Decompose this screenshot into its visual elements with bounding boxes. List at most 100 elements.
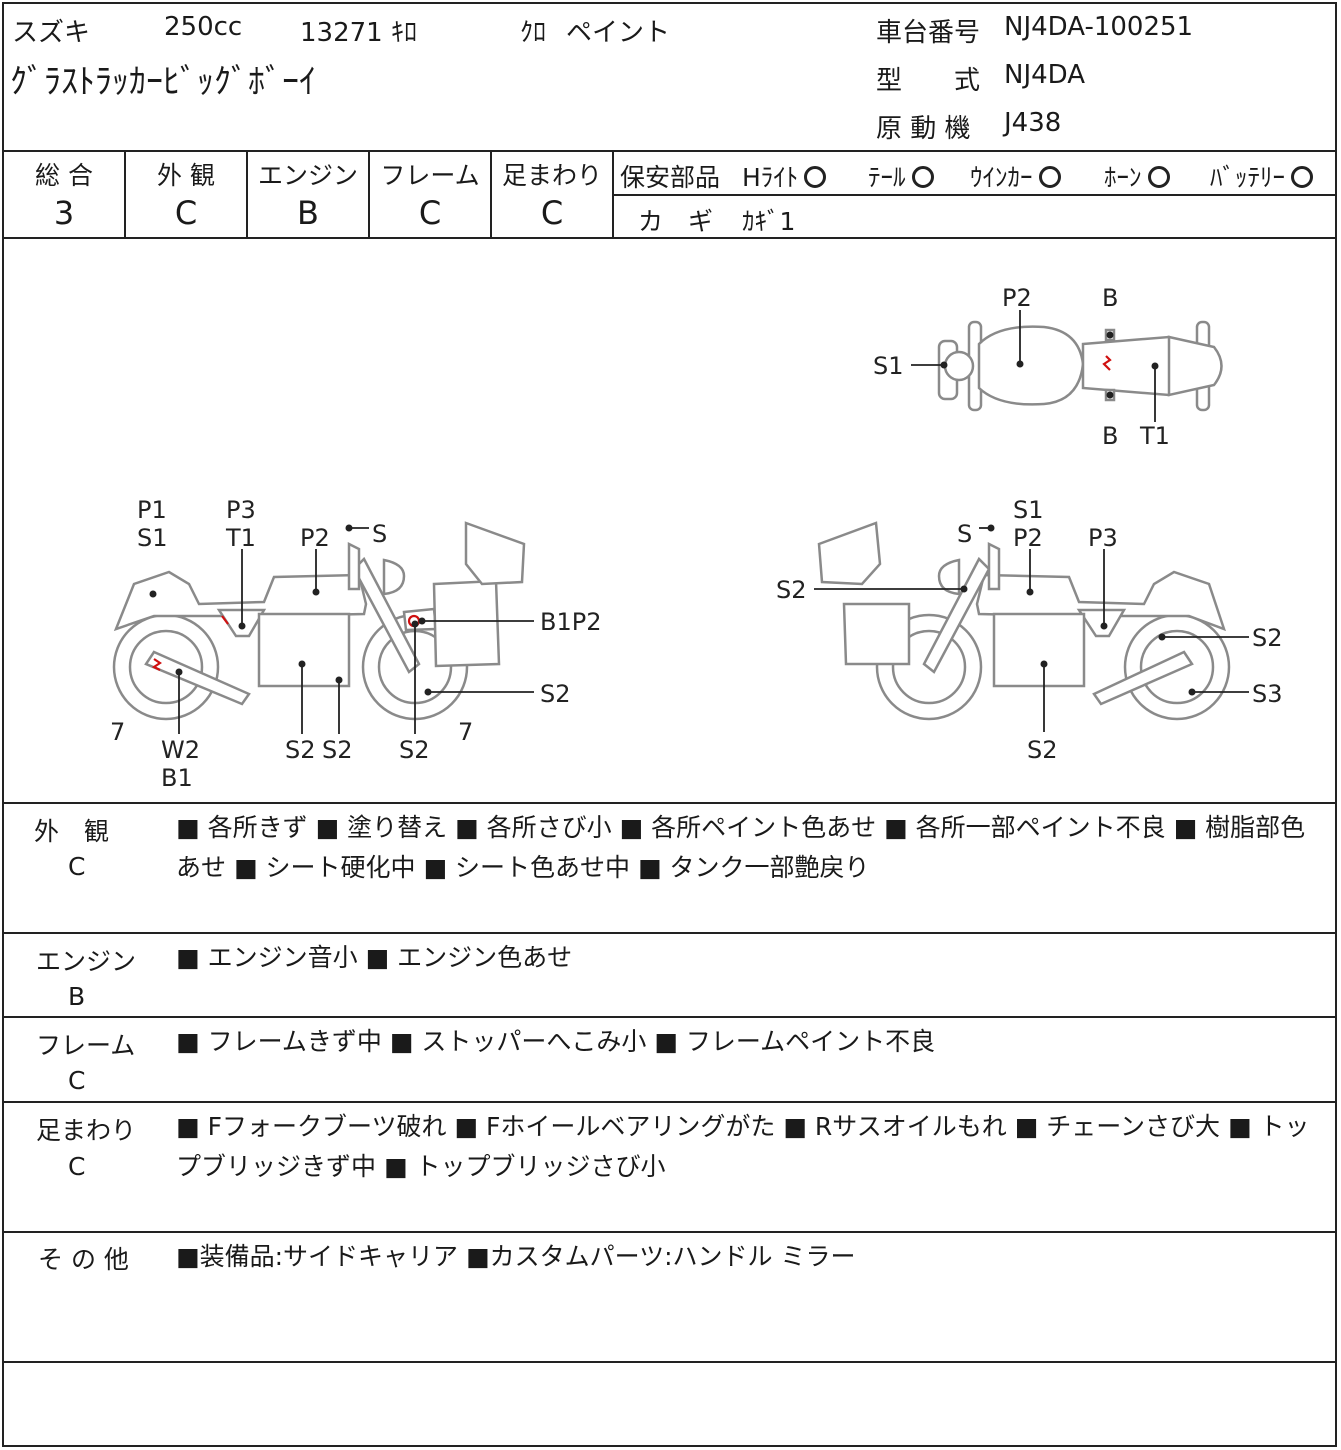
label-left-s2-engine: S2: [285, 736, 316, 764]
grade-divider: [124, 150, 126, 238]
label-top-p2: P2: [1002, 284, 1032, 312]
label-top-t1: T1: [1139, 422, 1170, 450]
safety-taillight: ﾃｰﾙ: [868, 158, 934, 194]
note-engine-text: ■ エンジン音小 ■ エンジン色あせ: [176, 943, 573, 972]
grade-overall-value: 3: [53, 194, 75, 232]
divider-footer: [4, 1361, 1335, 1363]
label-left-p3: P3: [226, 496, 256, 524]
label-right-p2: P2: [1013, 524, 1043, 552]
grade-divider: [368, 150, 370, 238]
label-right-s1: S1: [1013, 496, 1044, 524]
maker: スズキ: [12, 18, 91, 48]
note-frame-grade: C: [68, 1066, 86, 1095]
engine-type-label: 原 動 機: [876, 114, 971, 144]
label-left-s1: S1: [137, 524, 168, 552]
note-frame-text: ■ フレームきず中 ■ ストッパーへこみ小 ■ フレームペイント不良: [176, 1027, 936, 1056]
leader-lines: [149, 310, 1249, 734]
grade-divider: [246, 150, 248, 238]
label-right-s: S: [957, 520, 972, 548]
divider-note: [4, 1231, 1335, 1233]
label-right-s3: S3: [1252, 680, 1283, 708]
grade-overall-label: 総 合: [35, 161, 93, 190]
motorcycle-right-view: [817, 521, 1231, 721]
label-left-7-front: 7: [458, 718, 473, 746]
engine-type-value: J438: [1004, 108, 1062, 138]
note-other-text: ■装備品:サイドキャリア ■カスタムパーツ:ハンドル ミラー: [176, 1242, 856, 1271]
safety-item-label: ﾊﾞｯﾃﾘｰ: [1210, 163, 1286, 192]
note-exterior-grade: C: [68, 852, 86, 881]
model-name: ｸﾞﾗｽﾄﾗｯｶｰﾋﾞｯｸﾞﾎﾞｰｲ: [10, 62, 316, 102]
frame-number-value: NJ4DA-100251: [1004, 12, 1194, 42]
safety-headlight: Hﾗｲﾄ: [742, 158, 827, 194]
note-suspension-grade: C: [68, 1152, 86, 1181]
note-exterior-title: 外 観: [34, 817, 110, 846]
label-right-s2-rear: S2: [1252, 624, 1283, 652]
frame-number-label: 車台番号: [876, 18, 981, 48]
divider-safety: [614, 194, 1335, 196]
displacement: 250cc: [164, 12, 243, 42]
grade-exterior-label: 外 観: [157, 161, 215, 190]
damage-diagram: P2 B S1 B T1 P1 S1 P3 T1 P2 S B1P2 S2 7 …: [4, 239, 1335, 802]
grade-suspension-value: C: [540, 194, 564, 232]
model-type-label: 型 式: [876, 66, 981, 96]
note-exterior-text: ■ 各所きず ■ 塗り替え ■ 各所さび小 ■ 各所ペイント色あせ ■ 各所一部…: [176, 813, 1306, 882]
divider-header: [4, 150, 1335, 152]
grade-exterior-value: C: [174, 194, 198, 232]
key-label: カ ギ: [638, 207, 714, 236]
grade-engine-label: エンジン: [257, 161, 358, 190]
color: ｸﾛ: [520, 18, 547, 48]
status-ok-icon: [1038, 166, 1061, 188]
safety-winker: ｳｲﾝｶｰ: [970, 158, 1061, 194]
label-left-p1: P1: [137, 496, 167, 524]
safety-item-label: Hﾗｲﾄ: [742, 163, 799, 192]
safety-item-label: ﾃｰﾙ: [868, 163, 906, 192]
model-type-value: NJ4DA: [1004, 60, 1086, 90]
motorcycle-top-view: [937, 320, 1223, 412]
mileage: 13271 ｷﾛ: [300, 18, 417, 48]
note-frame-title: フレーム: [36, 1031, 136, 1060]
label-left-w2: W2: [161, 736, 200, 764]
divider-note: [4, 1016, 1335, 1018]
status-ok-icon: [1147, 166, 1170, 188]
status-ok-icon: [911, 166, 934, 188]
note-suspension-text: ■ Fフォークブーツ破れ ■ Fホイールベアリングがた ■ Rサスオイルもれ ■…: [176, 1112, 1310, 1181]
label-right-p3: P3: [1088, 524, 1118, 552]
label-left-7-rear: 7: [110, 718, 125, 746]
diagram-svg: P2 B S1 B T1 P1 S1 P3 T1 P2 S B1P2 S2 7 …: [110, 284, 1283, 792]
grade-frame-value: C: [418, 194, 442, 232]
safety-horn: ﾎｰﾝ: [1104, 158, 1170, 194]
grade-divider: [612, 150, 614, 238]
status-ok-icon: [1291, 166, 1314, 188]
label-left-b1: B1: [161, 764, 193, 792]
divider-diagram: [4, 802, 1335, 804]
label-top-b-lower: B: [1102, 422, 1118, 450]
label-left-b1p2: B1P2: [540, 608, 601, 636]
grade-suspension-label: 足まわり: [501, 161, 602, 190]
grade-engine-value: B: [297, 194, 319, 232]
divider-note: [4, 1101, 1335, 1103]
grade-frame-label: フレーム: [380, 161, 480, 190]
label-left-s2-fork: S2: [399, 736, 430, 764]
status-ok-icon: [804, 166, 827, 188]
note-other-title: そ の 他: [38, 1245, 129, 1274]
grade-divider: [490, 150, 492, 238]
label-left-t1: T1: [225, 524, 256, 552]
label-left-s2-front: S2: [540, 680, 571, 708]
label-left-s2-exhaust: S2: [322, 736, 353, 764]
note-engine-title: エンジン: [36, 947, 137, 976]
note-engine-grade: B: [68, 982, 86, 1011]
safety-parts-title: 保安部品: [620, 163, 721, 192]
divider-note: [4, 932, 1335, 934]
label-top-s1: S1: [873, 352, 904, 380]
divider-grades: [4, 237, 1335, 239]
label-right-s2-carrier: S2: [776, 576, 807, 604]
key-value: ｶｷﾞ1: [742, 207, 796, 236]
label-left-s: S: [372, 520, 387, 548]
safety-item-label: ﾎｰﾝ: [1104, 163, 1142, 192]
paint: ペイント: [566, 18, 671, 48]
safety-item-label: ｳｲﾝｶｰ: [970, 163, 1033, 192]
safety-battery: ﾊﾞｯﾃﾘｰ: [1210, 158, 1314, 194]
label-right-s2-engine: S2: [1027, 736, 1058, 764]
label-top-b: B: [1102, 284, 1118, 312]
